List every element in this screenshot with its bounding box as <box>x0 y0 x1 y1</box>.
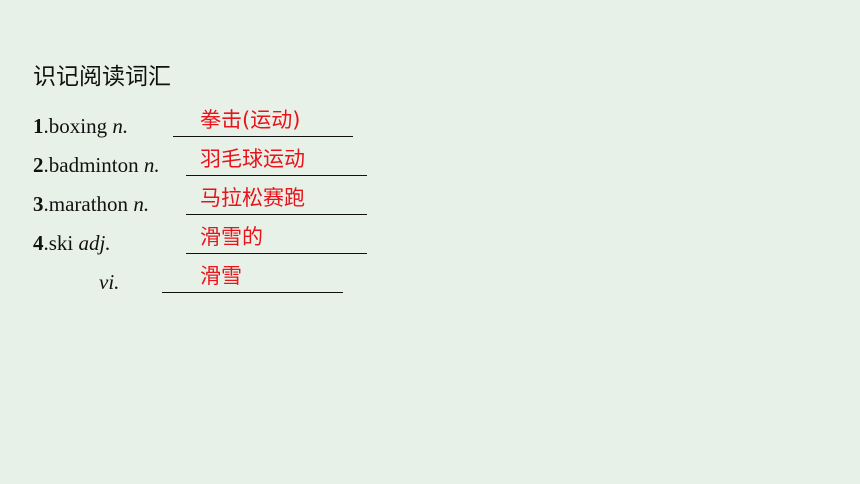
answer-text: 拳击(运动) <box>200 108 301 132</box>
answer-text: 马拉松赛跑 <box>200 186 305 210</box>
answer-blank <box>186 214 367 215</box>
item-number: 2 <box>33 153 44 177</box>
answer-text: 滑雪的 <box>200 225 263 249</box>
vocab-item: 1.boxing n. 拳击(运动) <box>0 108 860 141</box>
answer-blank <box>186 253 367 254</box>
part-of-speech: adj. <box>78 231 111 255</box>
part-of-speech: n. <box>112 114 129 138</box>
answer-blank <box>162 292 343 293</box>
vocab-item: 2.badminton n. 羽毛球运动 <box>0 147 860 180</box>
part-of-speech: vi. <box>99 270 120 294</box>
vocab-term: 2.badminton n. <box>33 150 160 180</box>
item-number: 3 <box>33 192 44 216</box>
vocab-term: 1.boxing n. <box>33 111 128 141</box>
answer-text: 滑雪 <box>200 264 242 288</box>
answer-text: 羽毛球运动 <box>200 147 305 171</box>
vocab-item: 4.ski adj. 滑雪的 <box>0 225 860 258</box>
item-number: 1 <box>33 114 44 138</box>
answer-blank <box>173 136 353 137</box>
answer-blank <box>186 175 367 176</box>
item-word: .badminton <box>43 153 144 177</box>
item-word: .boxing <box>43 114 113 138</box>
vocab-term: 3.marathon n. <box>33 189 149 219</box>
part-of-speech: n. <box>133 192 150 216</box>
part-of-speech: n. <box>143 153 160 177</box>
vocab-term: 4.ski adj. <box>33 228 111 258</box>
item-number: 4 <box>33 231 44 255</box>
section-heading: 识记阅读词汇 <box>33 64 171 90</box>
item-word: .ski <box>43 231 79 255</box>
vocab-item: 3.marathon n. 马拉松赛跑 <box>0 186 860 219</box>
vocab-item: vi. 滑雪 <box>0 264 860 297</box>
vocab-term: vi. <box>99 267 119 297</box>
item-word: .marathon <box>43 192 134 216</box>
